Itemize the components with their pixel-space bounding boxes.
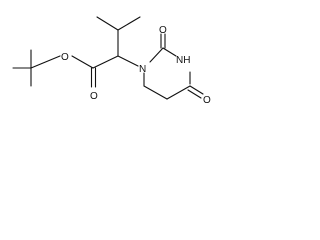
carbonyl-to-alpha-carbon-bond <box>92 55 119 69</box>
isopropyl-left-methyl-bond <box>96 16 119 31</box>
tbutyl-to-oxygen-bond <box>30 55 61 69</box>
c4-oxo-double-bond-b <box>187 89 202 99</box>
oxygen-to-carbonyl-bond <box>71 55 94 69</box>
ring-nitrogen-3-label: NH <box>176 55 190 66</box>
c4-oxo-double-bond-a <box>189 85 204 95</box>
ring-oxygen-2-label: O <box>159 25 167 36</box>
c4-to-c5-bond <box>166 85 191 100</box>
isopropyl-right-methyl-bond <box>117 16 141 31</box>
ester-oxygen-label: O <box>61 52 69 63</box>
carbonyl-oxygen-label: O <box>90 91 98 102</box>
chemical-structure-diagram: O O N O NH O <box>12 16 211 106</box>
n1-to-c2-bond <box>149 47 164 63</box>
ring-nitrogen-1-label: N <box>139 64 146 75</box>
c2-to-n3-bond <box>162 47 177 57</box>
ring-oxygen-4-label: O <box>203 95 211 106</box>
alpha-to-nitrogen-bond <box>117 55 139 67</box>
c5-to-c6-bond <box>143 85 168 100</box>
